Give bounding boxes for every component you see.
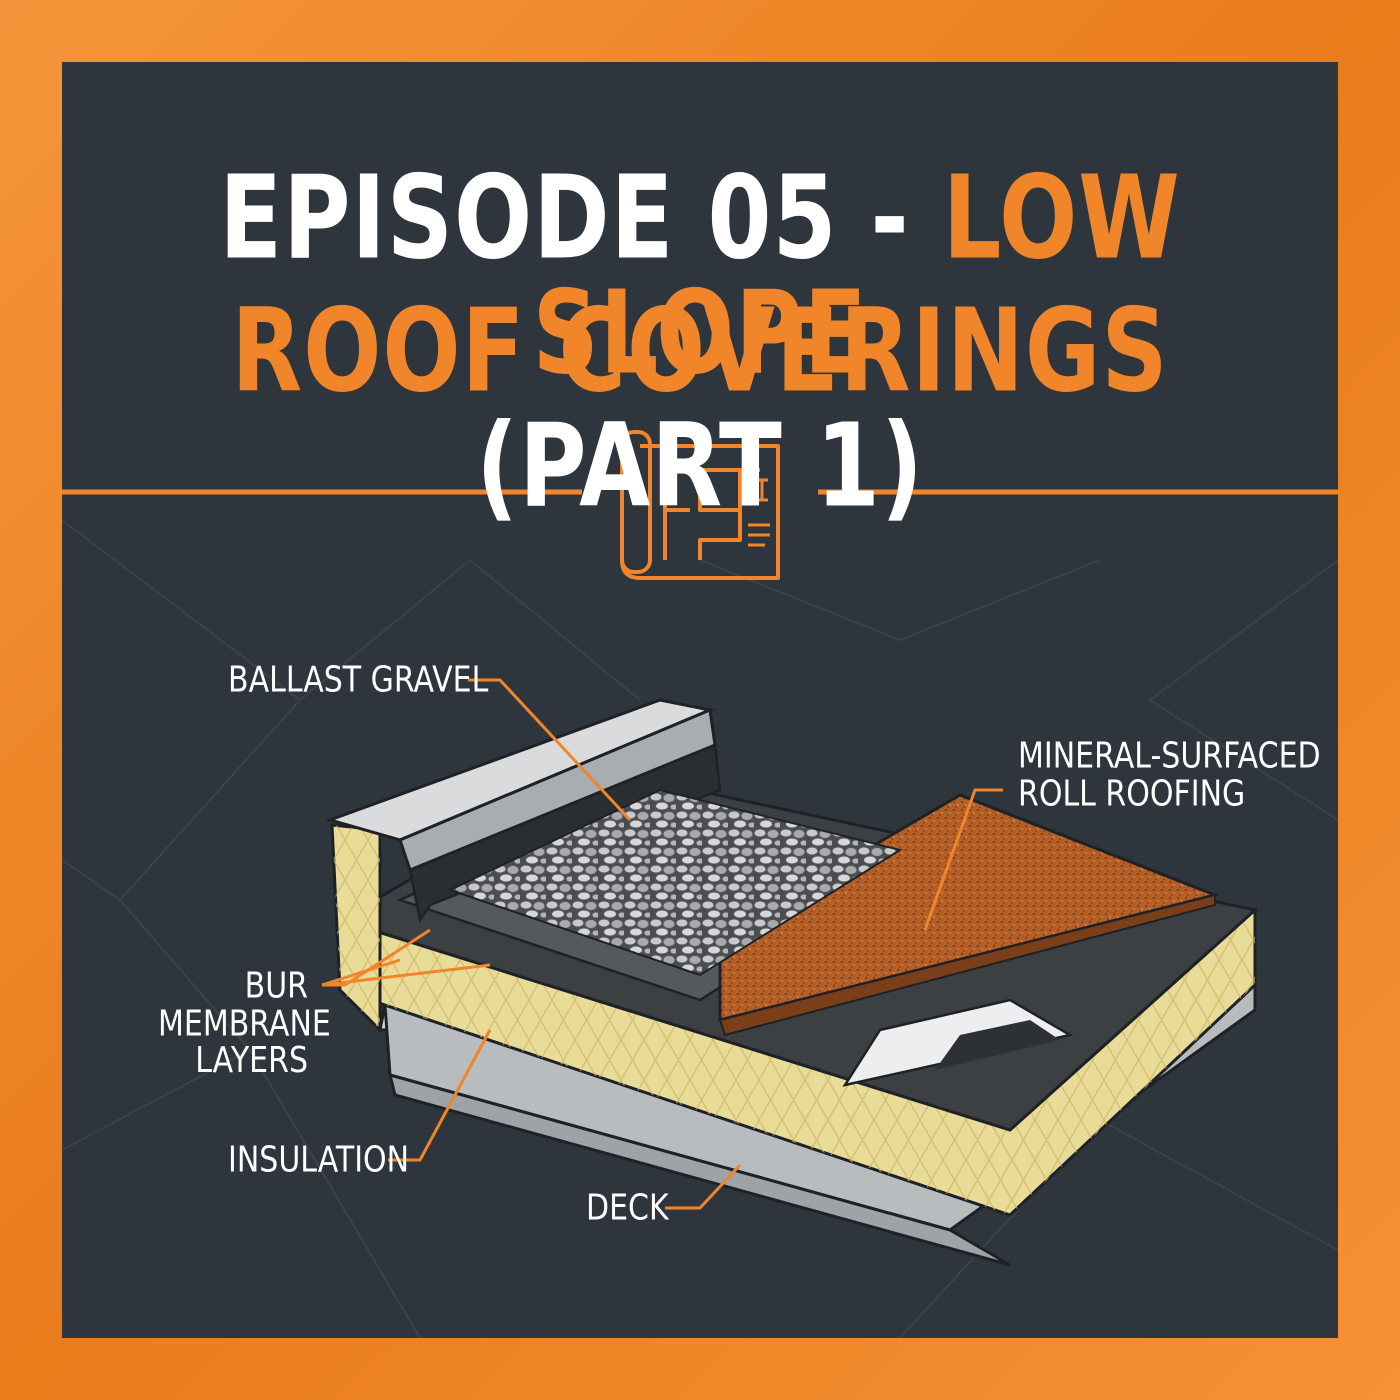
title-part: (PART 1) — [476, 399, 924, 533]
title-low-slope: LOW SLOPE — [532, 151, 1181, 400]
label-deck: DECK — [586, 1187, 669, 1229]
label-insulation: INSULATION — [228, 1139, 410, 1181]
label-mineral-line1: MINERAL-SURFACED — [1018, 735, 1321, 777]
content-panel: EPISODE 05 - LOW SLOPE ROOF COVERINGS (P… — [62, 62, 1338, 1338]
title-episode: EPISODE 05 - — [219, 151, 943, 285]
roof-assembly-diagram — [62, 430, 1338, 1338]
label-ballast-gravel: BALLAST GRAVEL — [228, 659, 489, 701]
title-line-1: EPISODE 05 - LOW SLOPE — [62, 160, 1338, 391]
leader-lines — [321, 678, 1003, 1210]
title-line-2: ROOF COVERINGS (PART 1) — [62, 293, 1338, 524]
label-bur-line3: LAYERS — [195, 1039, 308, 1082]
label-bur-membrane: BUR MEMBRANE LAYERS — [158, 965, 331, 1082]
label-bur-line1: BUR — [244, 965, 308, 1007]
label-mineral-surfaced: MINERAL-SURFACED ROLL ROOFING — [1018, 738, 1321, 812]
title-roof-coverings: ROOF COVERINGS — [231, 284, 1169, 418]
blueprint-icon — [620, 430, 780, 580]
label-bur-line2: MEMBRANE — [158, 1002, 331, 1045]
label-mineral-line2: ROLL ROOFING — [1018, 772, 1246, 815]
